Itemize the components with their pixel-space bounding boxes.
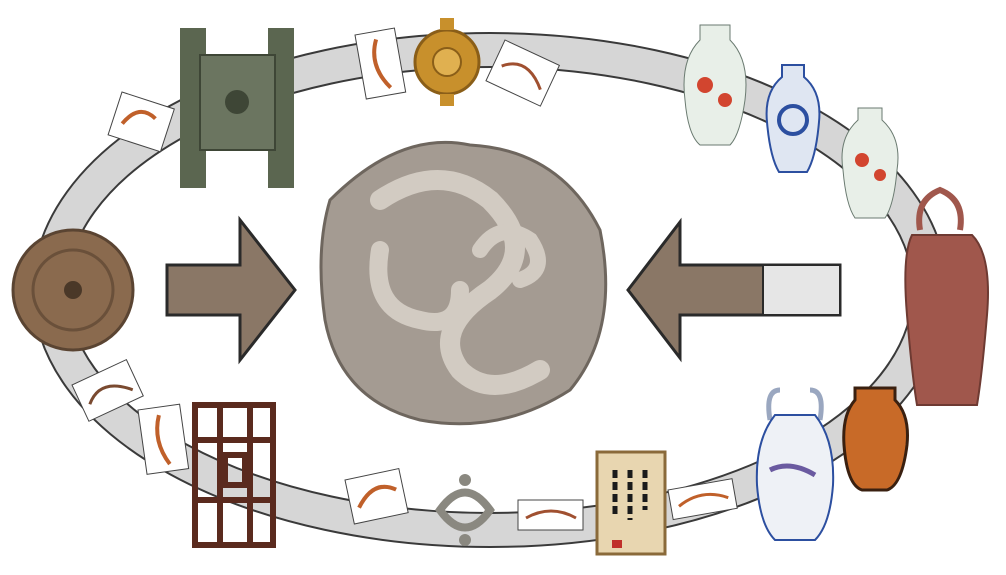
sketch-card-icon [107, 91, 175, 153]
sketch-card-icon [137, 403, 190, 475]
sketch-cards [71, 27, 738, 531]
calligraphy-scroll-icon [595, 450, 667, 556]
sketch-card-icon [344, 467, 409, 525]
porcelain-vase-red-floral-icon [683, 24, 747, 146]
bronze-mirror-disc-icon [11, 228, 135, 352]
porcelain-vase-red-floral-small-icon [841, 107, 899, 219]
stone-knot-carving-icon [435, 474, 495, 546]
clay-handled-vase-icon [904, 186, 989, 406]
sketch-card-icon [517, 499, 584, 531]
sketch-card-icon [485, 39, 561, 107]
blue-white-amphora-icon [755, 387, 835, 541]
orange-patterned-jar-icon [842, 386, 909, 492]
carved-stone-swirl-disc-icon [319, 140, 608, 426]
wooden-lattice-screen-icon [192, 402, 276, 548]
bronze-gate-frame-icon [180, 28, 294, 188]
gold-ornament-icon [413, 18, 481, 106]
sketch-card-icon [354, 27, 407, 100]
arrow-right-icon [165, 215, 297, 365]
sketch-card-icon [667, 478, 738, 521]
blue-white-vase-icon [765, 64, 821, 173]
arrow-left-icon [626, 217, 842, 363]
sketch-card-icon [71, 358, 144, 422]
